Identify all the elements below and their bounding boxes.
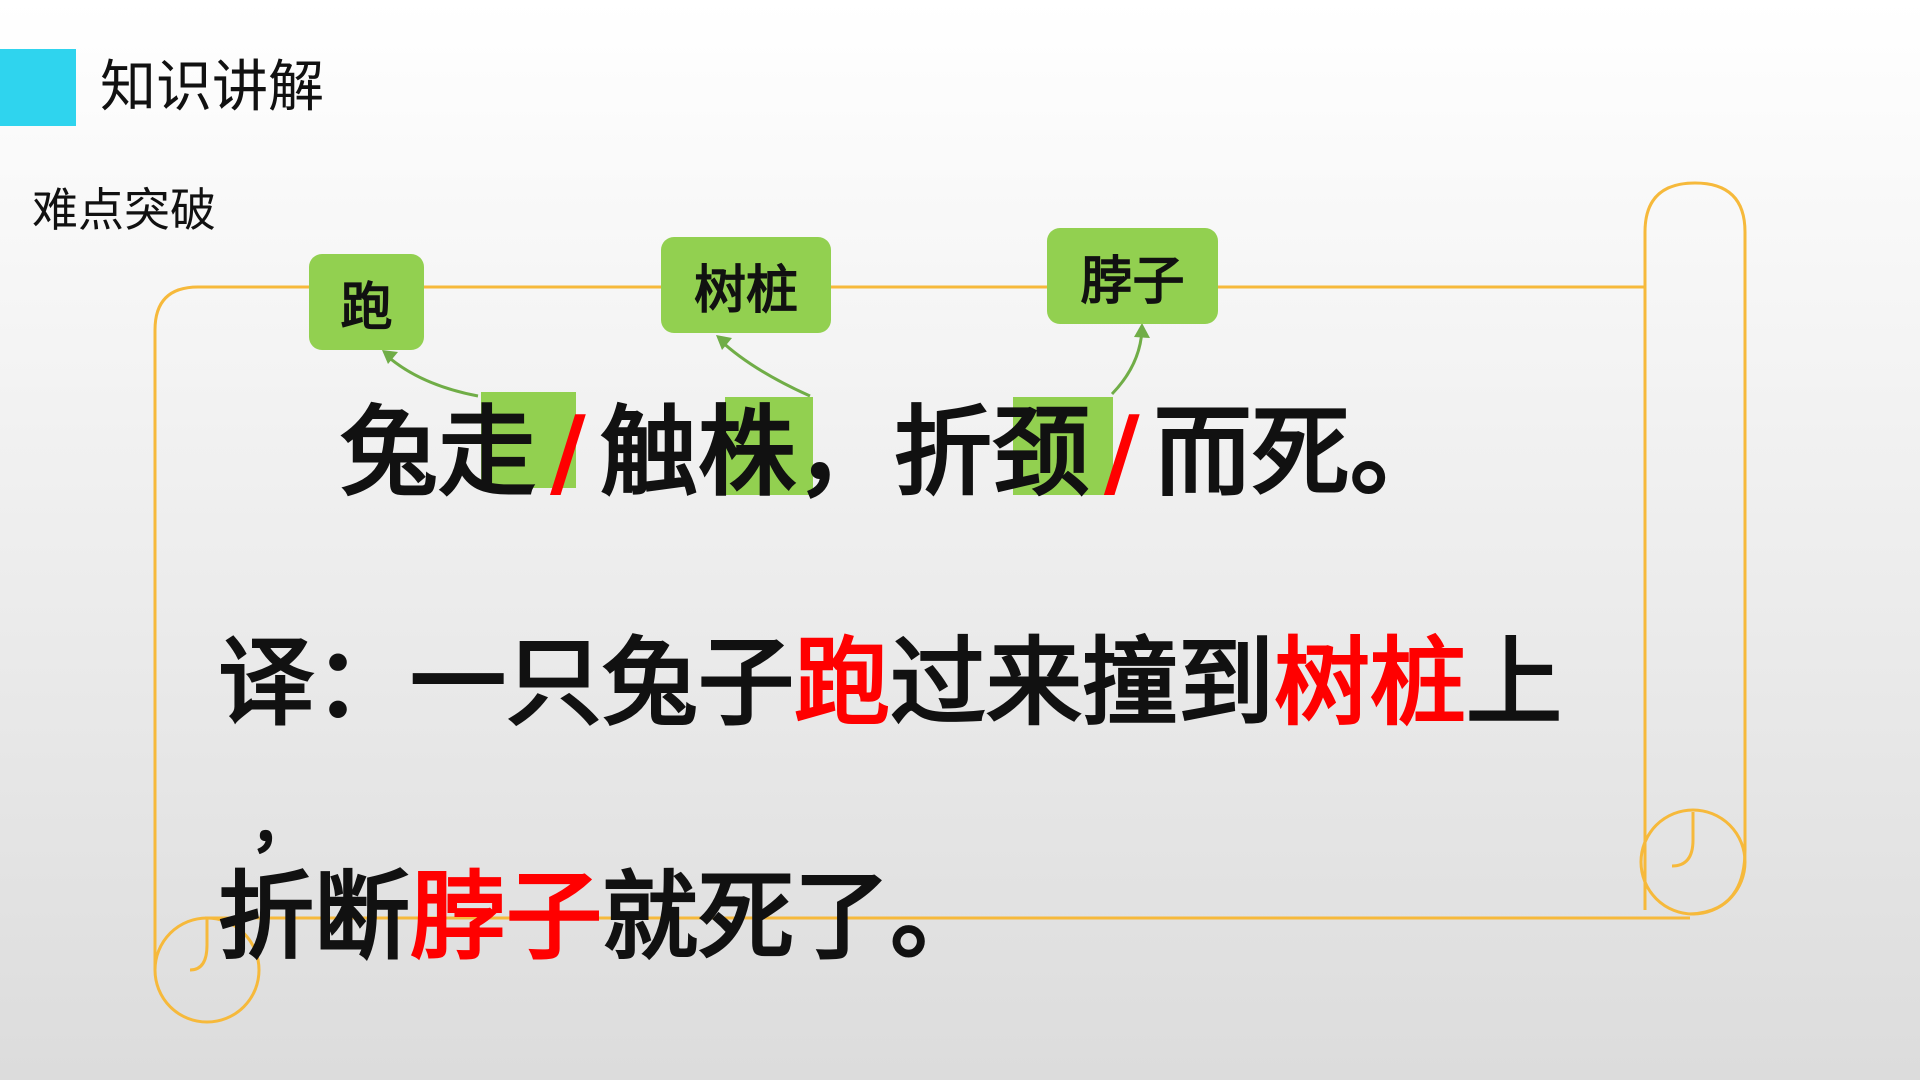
scroll-bottom-right-inner [1671,812,1695,868]
gloss-box-pao: 跑 [309,254,424,350]
sentence-part: 而死。 [1153,396,1448,510]
gloss-arrow-3 [1110,329,1144,396]
title-accent-bar [0,49,76,126]
scroll-top-roll [1643,181,1747,916]
translation-text: 就死了。 [602,861,986,973]
scroll-bottom-right-curl [1639,808,1747,916]
translation-text: 折断 [218,861,410,973]
pause-slash: / [550,396,586,510]
translation-text: 译：一只兔子 [218,627,794,739]
gloss-arrow-2-head [716,335,732,350]
translation-highlight: 树桩 [1274,627,1466,739]
translation-line-1: 译：一只兔子跑过来撞到树桩上 [218,628,1562,738]
highlight-zou [481,392,576,488]
highlight-jing [1013,397,1113,495]
sentence-part: 触株，折颈 [599,396,1090,510]
translation-highlight: 跑 [794,627,890,739]
sentence-part: 兔走 [340,396,537,510]
gloss-arrow-1 [385,353,479,398]
translation-text: 过来撞到 [890,627,1274,739]
scroll-bottom-left-inner [189,918,209,972]
gloss-arrow-2 [718,338,811,398]
translation-text: 上 [1466,627,1562,739]
scroll-outline [153,285,1645,970]
gloss-box-bozi: 脖子 [1047,228,1218,324]
gloss-box-shuzhuang: 树桩 [661,237,831,333]
highlight-zhu [725,397,813,495]
original-sentence: 兔走/触株，折颈/而死。 [340,398,1448,508]
translation-comma: ， [250,788,314,862]
gloss-arrow-1-head [382,350,398,364]
section-subtitle: 难点突破 [32,183,216,237]
page-title: 知识讲解 [100,55,324,120]
translation-highlight: 脖子 [410,861,602,973]
gloss-arrow-3-head [1134,323,1150,338]
translation-line-2: 折断脖子就死了。 [218,862,986,972]
pause-slash: / [1103,396,1140,510]
